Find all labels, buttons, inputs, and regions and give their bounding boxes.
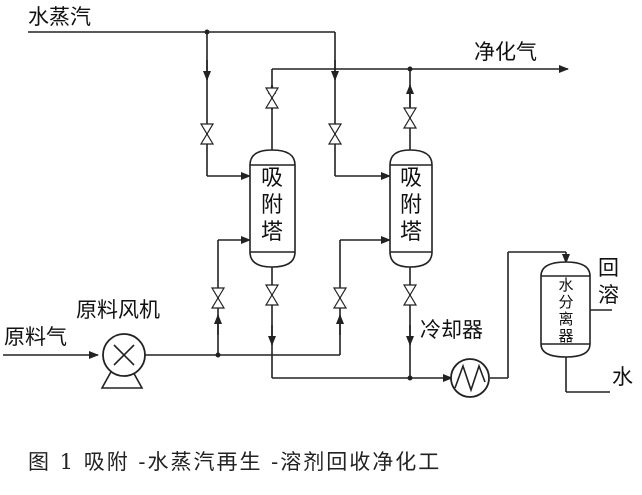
steam-line (28, 31, 391, 180)
valve (402, 107, 418, 129)
adsorber-2-char-3: 塔 (400, 220, 422, 245)
valve (264, 87, 280, 109)
right-bottom-cut-label: 水 (612, 365, 633, 389)
adsorber-1-char-1: 吸 (261, 166, 283, 191)
valve (210, 287, 226, 309)
separator-char-3: 离 (558, 310, 573, 328)
valve (264, 284, 280, 306)
separator-char-1: 水 (558, 276, 573, 294)
purified-gas-label: 净化气 (474, 40, 537, 64)
separator-char-4: 器 (558, 327, 573, 345)
cooler-outlet-line (490, 251, 612, 393)
water-separator: 水 分 离 器 (540, 261, 591, 358)
valve (327, 123, 343, 145)
adsorber-tower-1: 吸 附 塔 (249, 149, 296, 268)
raw-fan-label: 原料风机 (76, 298, 160, 322)
adsorber-tower-2: 吸 附 塔 (389, 149, 433, 268)
adsorber-2-char-1: 吸 (400, 166, 422, 191)
valve (402, 284, 418, 306)
adsorber-1-char-2: 附 (261, 193, 283, 218)
right-top-cut-label: 回 (598, 256, 619, 280)
figure-caption: 图 1 吸附 -水蒸汽再生 -溶剂回收净化工 (28, 450, 442, 474)
valve (332, 287, 348, 309)
raw-gas-label: 原料气 (4, 325, 67, 349)
cooler-label: 冷却器 (420, 318, 483, 342)
adsorber-1-char-3: 塔 (261, 220, 283, 245)
steam-label: 水蒸汽 (28, 5, 91, 29)
raw-fan-icon (100, 333, 146, 389)
bottom-outlet-line (268, 265, 453, 382)
cooler-icon (450, 358, 490, 398)
adsorber-2-char-2: 附 (400, 193, 422, 218)
right-mid-cut-label: 溶 (598, 283, 619, 307)
separator-char-2: 分 (558, 293, 573, 311)
junction-dots (204, 29, 413, 381)
valve (199, 123, 215, 145)
purified-gas-line (268, 65, 569, 150)
